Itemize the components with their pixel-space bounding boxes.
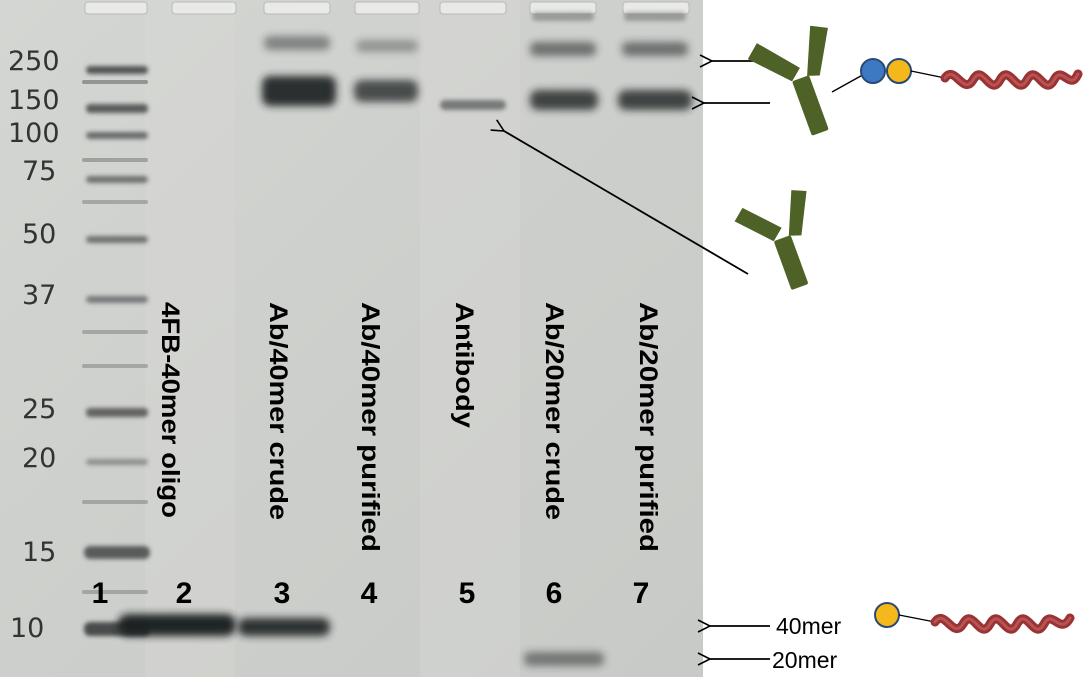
band-lane6-300 [532, 12, 594, 21]
lane-number-1: 1 [92, 577, 109, 610]
lane-label-5: Antibody [450, 302, 478, 428]
band-lane4-250 [356, 40, 418, 52]
lane-label-2: 4FB-40mer oligo [156, 302, 184, 518]
ladder-ticks [82, 80, 148, 594]
marker-25: 25 [22, 394, 56, 425]
antibody-icon [734, 190, 808, 290]
lane-number-6: 6 [546, 577, 563, 610]
oligo-helix-icon [874, 602, 1075, 634]
lane-streaks [145, 0, 520, 677]
lane-number-2: 2 [176, 577, 193, 610]
marker-15: 15 [22, 537, 56, 568]
wells [84, 1, 690, 15]
marker-10: 10 [10, 613, 44, 644]
lane-label-7: Ab/20mer purified [634, 302, 662, 552]
band-lane5-ab [440, 100, 506, 110]
bead-yellow-bottom [874, 602, 900, 628]
lane-label-4: Ab/40mer purified [356, 302, 384, 552]
marker-50: 50 [22, 219, 56, 250]
band-lane7-300 [624, 12, 686, 21]
band-labels: 40mer 20mer [772, 613, 842, 673]
band-lane4-150 [354, 80, 418, 102]
band-lane6-20mer [524, 652, 604, 666]
bead-blue [860, 58, 886, 84]
lane-number-3: 3 [274, 577, 291, 610]
lane-label-6: Ab/20mer crude [540, 302, 568, 520]
marker-20: 20 [22, 443, 56, 474]
arrows [504, 61, 770, 659]
marker-250: 250 [8, 46, 60, 77]
marker-75: 75 [22, 156, 56, 187]
sample-bands [118, 12, 692, 666]
antibody-conjugate-icon [747, 25, 1083, 136]
arrow-antibody [504, 131, 749, 275]
band-lane7-150 [618, 90, 692, 110]
lane-label-3: Ab/40mer crude [264, 302, 292, 520]
marker-100: 100 [8, 118, 60, 149]
band-lane6-250 [530, 42, 596, 56]
lane-labels: 4FB-40mer oligo Ab/40mer crude Ab/40mer … [156, 302, 662, 552]
band-lane3-150 [262, 76, 336, 106]
lane-number-4: 4 [361, 577, 378, 610]
label-20mer: 20mer [772, 647, 838, 673]
lane-numbers: 1 2 3 4 5 6 7 [92, 577, 650, 610]
bead-yellow [886, 58, 912, 84]
band-lane6-150 [530, 90, 598, 110]
band-lane3-40mer [238, 618, 330, 636]
label-40mer: 40mer [776, 613, 842, 639]
marker-150: 150 [8, 85, 60, 116]
marker-labels: 250 150 100 75 50 37 25 20 15 10 [8, 46, 60, 644]
band-lane2-40mer [118, 614, 236, 636]
band-lane7-250 [622, 42, 688, 56]
marker-37: 37 [22, 280, 56, 311]
band-lane3-250 [264, 36, 330, 50]
lane-number-5: 5 [459, 577, 476, 610]
lane-number-7: 7 [633, 577, 650, 610]
